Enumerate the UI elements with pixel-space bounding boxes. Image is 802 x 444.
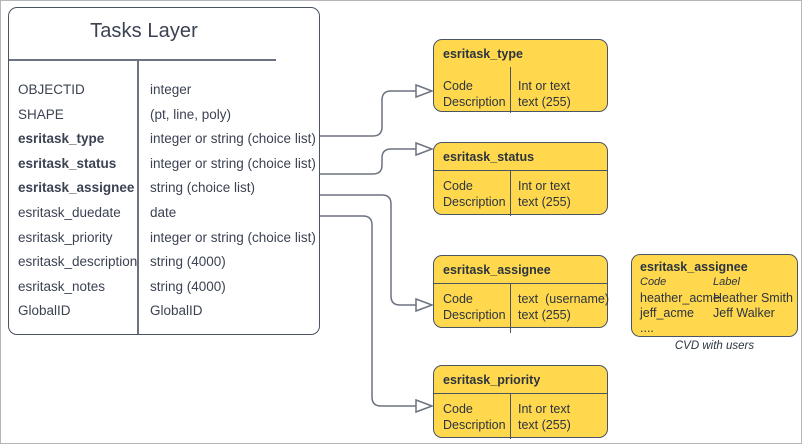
field-type: GlobalID (150, 303, 203, 319)
field-type: string (4000) (150, 278, 226, 294)
cvd-column-header-label: Label (713, 276, 740, 288)
field-name: esritask_type (18, 131, 105, 147)
domain-column-divider (510, 393, 512, 439)
domain-header-divider (434, 283, 607, 285)
cvd-caption: CVD with users (674, 340, 755, 352)
field-name: SHAPE (18, 106, 64, 122)
domain-code-types: text (username) text (255) (518, 292, 610, 322)
domain-title: esritask_priority (443, 373, 541, 387)
cvd-column-header-code: Code (640, 276, 667, 288)
entity-header-divider (9, 59, 276, 61)
table-row[interactable]: OBJECTID integer (9, 82, 319, 107)
arrowhead-status (415, 141, 435, 157)
domain-code-types: Int or text text (255) (518, 402, 571, 432)
table-row[interactable]: esritask_priority integer or string (cho… (9, 230, 319, 255)
domain-code-labels: Code Description (443, 79, 506, 109)
domain-header-divider (434, 170, 607, 172)
domain-column-divider (510, 283, 512, 333)
domain-code-labels: Code Description (443, 179, 506, 209)
domain-box-status[interactable]: esritask_status Code Description Int or … (433, 142, 608, 216)
domain-column-divider (510, 170, 512, 216)
domain-title: esritask_type (443, 47, 523, 61)
connector-status (320, 148, 416, 175)
arrowhead-type (415, 83, 435, 99)
domain-code-labels: Code Description (443, 402, 506, 432)
domain-code-types: Int or text text (255) (518, 79, 571, 109)
table-row[interactable]: esritask_status integer or string (choic… (9, 156, 319, 181)
field-type: date (150, 204, 177, 220)
table-row[interactable]: esritask_description string (4000) (9, 254, 319, 279)
table-row[interactable]: esritask_assignee string (choice list) (9, 180, 319, 205)
domain-box-assignee[interactable]: esritask_assignee Code Description text … (433, 255, 610, 333)
connector-priority (320, 215, 416, 407)
cvd-code-values: heather_acme jeff_acme .... (640, 291, 720, 335)
field-type: integer or string (choice list) (150, 155, 316, 171)
connector-type (320, 90, 416, 137)
table-row[interactable]: GlobalID GlobalID (9, 303, 319, 328)
field-name: OBJECTID (18, 82, 85, 97)
field-type: string (choice list) (150, 180, 256, 196)
table-row[interactable]: esritask_type integer or string (choice … (9, 131, 319, 156)
arrowhead-priority (415, 398, 435, 414)
entity-column-divider (137, 60, 139, 334)
field-name: esritask_assignee (18, 180, 135, 196)
field-name: esritask_description (18, 254, 138, 270)
field-type: string (4000) (150, 254, 226, 270)
field-name: esritask_duedate (18, 204, 121, 220)
field-name: GlobalID (18, 303, 71, 319)
domain-title: esritask_status (443, 150, 535, 164)
field-type: integer (150, 82, 192, 97)
field-name: esritask_status (18, 155, 117, 171)
cvd-title: esritask_assignee (640, 260, 748, 274)
table-row[interactable]: SHAPE (pt, line, poly) (9, 107, 319, 132)
domain-code-types: Int or text text (255) (518, 179, 571, 209)
field-type: integer or string (choice list) (150, 229, 316, 245)
table-row[interactable]: esritask_notes string (4000) (9, 279, 319, 304)
domain-title: esritask_assignee (443, 263, 551, 277)
cvd-users-box[interactable]: esritask_assignee Code Label heather_acm… (631, 254, 798, 337)
cvd-label-values: Heather Smith Jeff Walker (713, 291, 793, 320)
domain-box-type[interactable]: esritask_type Code Description Int or te… (433, 39, 608, 113)
field-type: (pt, line, poly) (150, 106, 232, 122)
field-type: integer or string (choice list) (150, 131, 316, 147)
field-name: esritask_notes (18, 278, 106, 294)
tasks-layer-entity[interactable]: Tasks Layer OBJECTID integer SHAPE (pt, … (8, 7, 320, 335)
entity-field-list: OBJECTID integer SHAPE (pt, line, poly) … (9, 82, 319, 328)
domain-box-priority[interactable]: esritask_priority Code Description Int o… (433, 365, 608, 439)
table-row[interactable]: esritask_duedate date (9, 205, 319, 230)
arrowhead-assignee (415, 297, 435, 313)
domain-column-divider (510, 67, 512, 113)
page-title: Tasks Layer (90, 20, 198, 42)
connector-assignee (320, 194, 416, 306)
field-name: esritask_priority (18, 229, 113, 245)
domain-code-labels: Code Description (443, 292, 506, 322)
domain-header-divider (434, 393, 607, 395)
